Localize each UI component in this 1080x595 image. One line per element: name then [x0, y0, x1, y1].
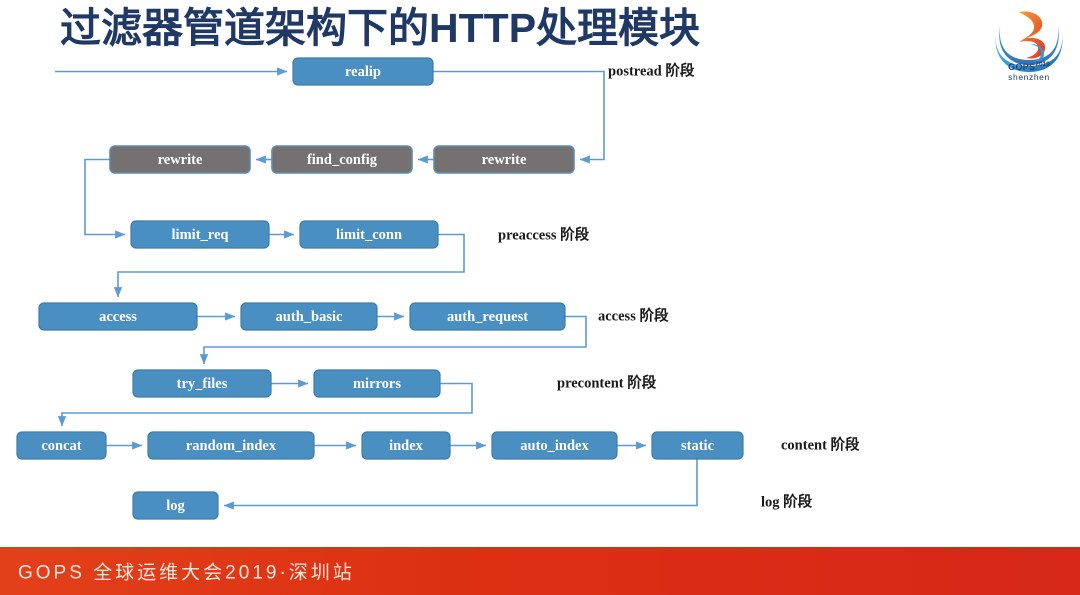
edge-rewrite1-limitreq [84, 158, 126, 239]
edge-mirrors-concat [57, 382, 473, 427]
node-limit_req[interactable]: limit_req [130, 220, 270, 249]
node-auth_request[interactable]: auth_request [409, 302, 566, 331]
logo-city: shenzhen [1008, 72, 1050, 83]
node-box [361, 431, 451, 460]
node-mirrors[interactable]: mirrors [313, 369, 441, 398]
node-box [240, 302, 378, 331]
node-find_config[interactable]: find_config [271, 145, 413, 174]
node-box [433, 145, 575, 174]
node-box [147, 431, 315, 460]
stage-label-log: log 阶段 [761, 492, 813, 510]
connector-layer [55, 67, 698, 510]
stage-label-postread: postread 阶段 [608, 61, 695, 79]
edge-realip-rewrite2 [433, 70, 605, 164]
node-box [16, 431, 107, 460]
logo-wordmark: GOPS2019 shenzhen [986, 61, 1072, 83]
node-access[interactable]: access [38, 302, 198, 331]
footer-bar: GOPS 全球运维大会2019·深圳站 [0, 547, 1080, 595]
node-limit_conn[interactable]: limit_conn [299, 220, 439, 249]
node-label: limit_conn [336, 227, 402, 243]
node-label: limit_req [172, 227, 229, 243]
logo-brand-line: GOPS2019 [986, 61, 1072, 72]
node-label: rewrite [482, 152, 527, 168]
node-random_index[interactable]: random_index [147, 431, 315, 460]
node-static[interactable]: static [651, 431, 744, 460]
node-box [38, 302, 198, 331]
stage-label-layer: postread 阶段 preaccess 阶段 access 阶段 preconte… [498, 61, 860, 510]
stage-label-content: content 阶段 [781, 435, 860, 453]
edge-static-log [223, 459, 698, 510]
node-label: concat [41, 438, 81, 454]
node-label: auto_index [520, 438, 589, 454]
node-layer: realip rewrite find_config rewrite limit_req… [16, 57, 744, 520]
node-box [271, 145, 413, 174]
node-label: index [389, 438, 424, 454]
node-box [313, 369, 441, 398]
stage-label-precontent: precontent 阶段 [557, 373, 657, 391]
node-auth_basic[interactable]: auth_basic [240, 302, 378, 331]
stage-label-preaccess: preaccess 阶段 [498, 225, 590, 243]
stage-label-access: access 阶段 [598, 306, 669, 324]
node-concat[interactable]: concat [16, 431, 107, 460]
node-box [299, 220, 439, 249]
node-label: random_index [186, 438, 277, 454]
node-label: auth_request [447, 309, 528, 325]
node-index[interactable]: index [361, 431, 451, 460]
node-rewrite_2[interactable]: rewrite [433, 145, 575, 174]
node-box [132, 491, 219, 520]
node-box [651, 431, 744, 460]
node-label: rewrite [158, 152, 203, 168]
node-label: try_files [177, 376, 228, 392]
node-log[interactable]: log [132, 491, 219, 520]
node-box [409, 302, 566, 331]
node-auto_index[interactable]: auto_index [491, 431, 618, 460]
node-label: find_config [307, 152, 378, 168]
node-label: static [681, 438, 715, 454]
node-label: log [166, 498, 185, 514]
footer-text: GOPS 全球运维大会2019·深圳站 [18, 562, 355, 584]
node-rewrite_1[interactable]: rewrite [109, 145, 251, 174]
logo-brand: GOPS [1008, 62, 1036, 72]
node-box [491, 431, 618, 460]
node-label: access [99, 309, 137, 325]
node-box [130, 220, 270, 249]
node-label: auth_basic [276, 309, 343, 325]
edge-limitconn-access [113, 233, 465, 298]
node-box [109, 145, 251, 174]
logo-year: 2019 [1035, 61, 1050, 68]
node-try_files[interactable]: try_files [132, 369, 272, 398]
node-box [132, 369, 272, 398]
http-phase-flowchart: realip rewrite find_config rewrite limit_req… [16, 57, 860, 520]
edge-authrequest-tryfiles [199, 315, 587, 365]
node-box [292, 57, 434, 86]
page-title: 过滤器管道架构下的HTTP处理模块 [60, 5, 701, 51]
gops-logo-icon [995, 11, 1063, 72]
node-label: realip [345, 64, 381, 80]
node-label: mirrors [353, 376, 401, 392]
node-realip[interactable]: realip [292, 57, 434, 86]
